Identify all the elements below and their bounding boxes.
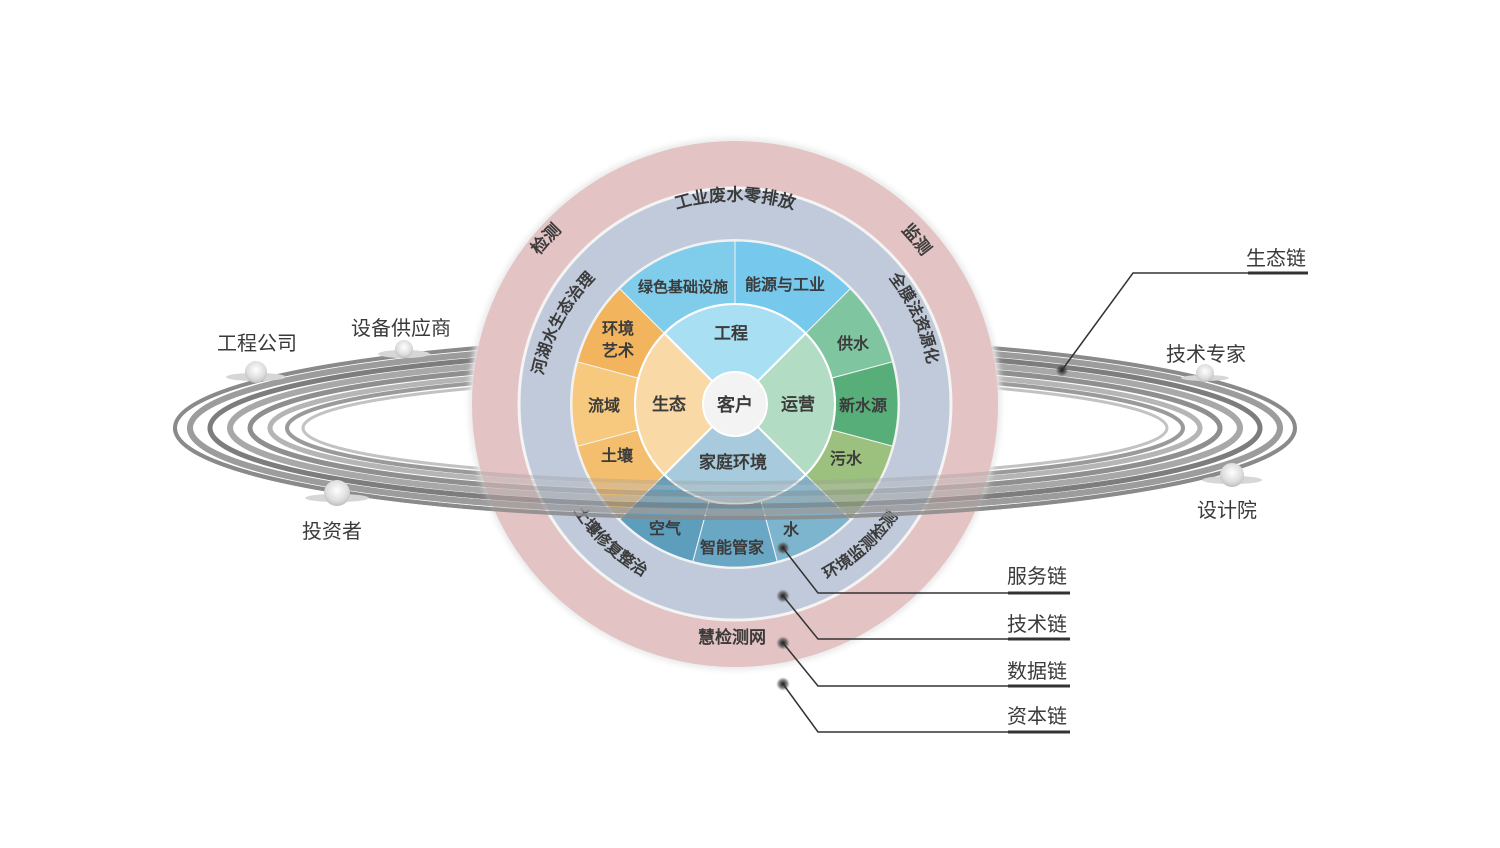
stakeholder-equipment-supplier: 设备供应商 [351,316,451,340]
connector-capital-chain [776,677,1070,734]
segment-green-infra: 绿色基础设施 [638,278,728,296]
chain-label-tech: 技术链 [1007,612,1067,636]
stakeholder-investor: 投资者 [302,519,362,543]
chain-label-capital: 资本链 [1007,704,1067,728]
orb-tech-expert [1181,364,1229,382]
segment-water: 水 [783,520,800,539]
outer-label-bottom: 慧检测网 [698,627,766,648]
segment-new-water: 新水源 [839,396,887,415]
segment-sewage: 污水 [830,449,863,468]
segment-soil: 土壤 [601,446,634,465]
stakeholder-engineering-company: 工程公司 [217,331,297,355]
segment-smart-butler: 智能管家 [700,538,765,557]
segment-energy-industry: 能源与工业 [745,275,825,294]
quadrant-label-home: 家庭环境 [699,452,767,473]
segment-env-art-line: 艺术 [602,341,634,360]
quadrant-label-engineering: 工程 [714,324,748,344]
chain-label-data: 数据链 [1007,659,1067,683]
segment-air: 空气 [649,519,681,538]
stakeholder-design-institute: 设计院 [1197,498,1257,522]
segment-water-supply: 供水 [836,334,870,353]
chain-label-service: 服务链 [1007,564,1067,588]
orb-design-institute [1202,463,1262,487]
orb-engineering-company [226,361,286,383]
segment-env-art: 环境艺术 [602,319,634,360]
orb-investor [305,480,369,506]
connector-ecology-chain [1055,271,1308,377]
chain-label-ecology: 生态链 [1246,246,1306,270]
planet-ring-front [173,427,1297,520]
stakeholder-tech-expert: 技术专家 [1166,342,1246,366]
connector-tech-chain [776,589,1070,641]
orb-equipment-supplier [378,340,430,358]
quadrant-label-ecology: 生态 [652,394,686,415]
connector-data-chain [776,636,1070,688]
quadrant-label-operation: 运营 [781,394,815,415]
inner-quadrants [634,303,836,505]
segment-env-art-line: 环境 [602,319,634,338]
connector-service-chain [776,541,1070,595]
center-circle [702,371,768,437]
segment-basin: 流域 [588,396,620,415]
center-label: 客户 [717,394,753,416]
